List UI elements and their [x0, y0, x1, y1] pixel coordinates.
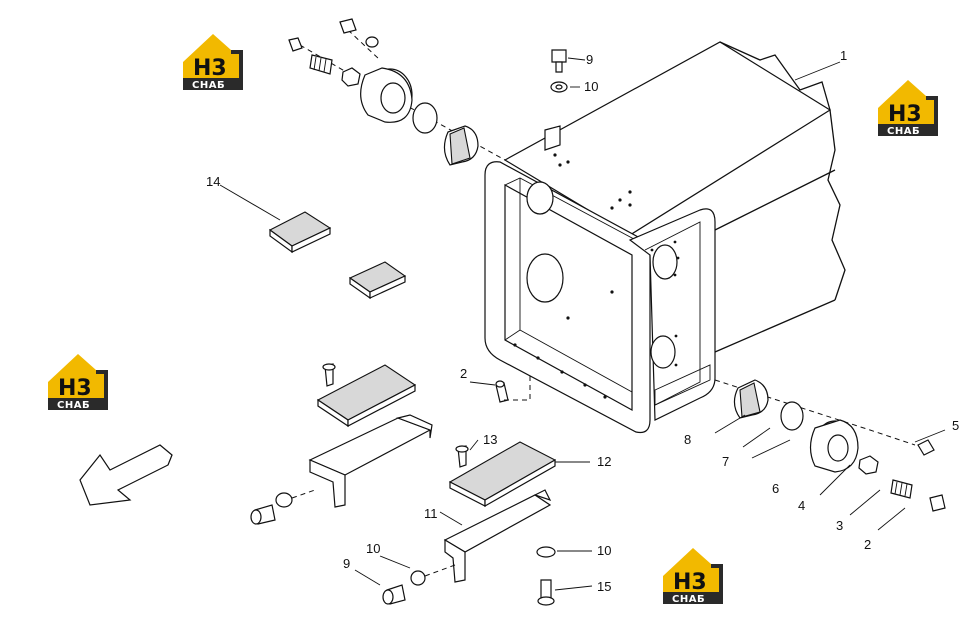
- direction-arrow: [79, 444, 173, 506]
- callout-5: 5: [952, 418, 959, 433]
- callout-10-top: 10: [584, 79, 598, 94]
- callout-labels: 1 9 10 14 2 13 12 11 10 9 10 15 8 7 6 4 …: [206, 48, 959, 594]
- watermark-logo: H3 СНАБ: [48, 354, 108, 411]
- callout-2-right: 2: [864, 537, 871, 552]
- leader-lines: [354, 57, 946, 591]
- watermark-small-text: СНАБ: [57, 400, 90, 411]
- watermark-big-text: H3: [673, 570, 707, 595]
- watermark-small-text: СНАБ: [192, 80, 225, 91]
- callout-6: 6: [772, 481, 779, 496]
- callout-13: 13: [483, 432, 497, 447]
- callout-2-left: 2: [460, 366, 467, 381]
- watermark-big-text: H3: [193, 56, 227, 81]
- watermark-big-text: H3: [58, 376, 92, 401]
- watermark-small-text: СНАБ: [887, 126, 920, 137]
- watermark-logo: H3 СНАБ: [183, 34, 243, 91]
- callout-3: 3: [836, 518, 843, 533]
- watermark-logo: H3 СНАБ: [878, 80, 938, 137]
- callout-8: 8: [684, 432, 691, 447]
- callout-9-left: 9: [343, 556, 350, 571]
- watermark-logo: H3 СНАБ: [663, 548, 723, 605]
- top-hub-assembly: [288, 18, 506, 166]
- callout-14: 14: [206, 174, 220, 189]
- grease-nipple-left: [495, 375, 531, 403]
- watermark-big-text: H3: [888, 102, 922, 127]
- callout-7: 7: [722, 454, 729, 469]
- wear-pads-top: [219, 184, 407, 300]
- callout-4: 4: [798, 498, 805, 513]
- callout-12: 12: [597, 454, 611, 469]
- callout-11: 11: [424, 506, 438, 521]
- callout-9-top: 9: [586, 52, 593, 67]
- right-hub-assembly: [714, 379, 946, 512]
- callout-10-left: 10: [366, 541, 380, 556]
- callout-10-bottom: 10: [597, 543, 611, 558]
- callout-15: 15: [597, 579, 611, 594]
- callout-1: 1: [840, 48, 847, 63]
- main-frame-housing: [484, 41, 846, 434]
- lower-bracket-assembly: [382, 49, 568, 606]
- left-bracket-assembly: [250, 363, 433, 525]
- watermark-small-text: СНАБ: [672, 594, 705, 605]
